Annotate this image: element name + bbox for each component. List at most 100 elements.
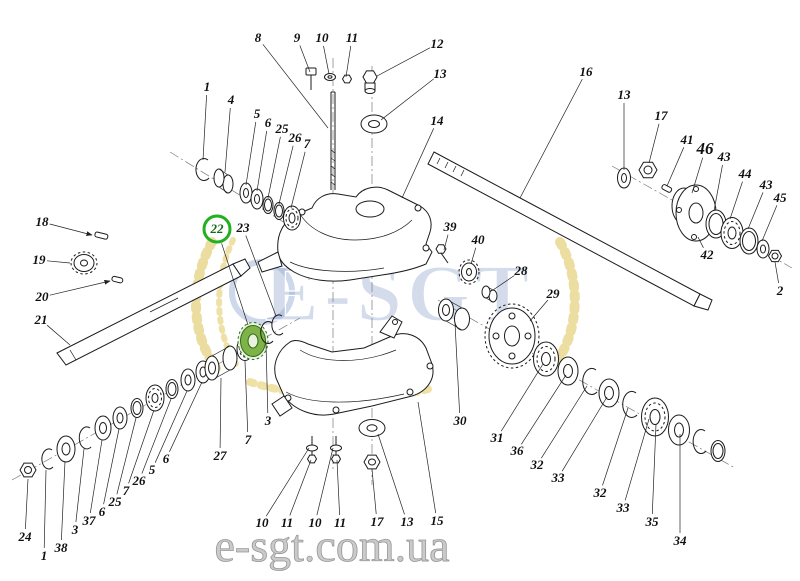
part-number-label: 25 — [275, 121, 290, 136]
part-number-label: 32 — [530, 457, 545, 472]
leader-line — [345, 45, 352, 78]
part-number-label: 11 — [334, 515, 346, 530]
leader-line — [470, 247, 477, 265]
leader-line — [747, 192, 764, 230]
part-number-label: 36 — [510, 443, 525, 458]
part-number-label: 26 — [288, 130, 303, 145]
leader-line — [169, 381, 203, 452]
part-number-label: 20 — [35, 289, 50, 304]
leader-line — [691, 157, 704, 194]
part-number-label: 28 — [514, 263, 529, 278]
part-number-label: 39 — [443, 219, 458, 234]
part-number-label: 4 — [227, 92, 235, 107]
leader-line — [219, 377, 222, 449]
leader-line — [602, 407, 629, 486]
leader-line — [299, 45, 311, 73]
leader-line — [46, 260, 71, 264]
leader-line — [529, 299, 549, 322]
part-number-label: 13 — [434, 66, 448, 81]
part-number-label: 43 — [759, 177, 774, 192]
leader-line — [141, 398, 172, 474]
leader-line — [648, 123, 660, 164]
leader-line — [265, 447, 310, 517]
part-number-label: 7 — [123, 483, 130, 498]
part-number-label: 18 — [36, 214, 50, 229]
wheel-hub-assembly — [617, 161, 783, 263]
leader-line — [761, 205, 778, 242]
part-number-label: 46 — [696, 139, 715, 158]
part-number-label: 15 — [431, 513, 445, 528]
part-number-label: 10 — [309, 515, 323, 530]
part-number-label: 13 — [618, 87, 632, 102]
leader-line — [376, 47, 431, 77]
part-number-label: 24 — [18, 529, 33, 544]
leader-line — [89, 439, 103, 514]
part-number-label: 6 — [99, 504, 106, 519]
leader-line — [713, 164, 723, 212]
part-number-label: 32 — [593, 485, 608, 500]
part-number-label: 1 — [41, 548, 48, 563]
part-number-label: 41 — [680, 132, 694, 147]
part-number-label: 17 — [371, 514, 385, 529]
leader-line — [244, 360, 249, 433]
leader-line — [651, 423, 657, 515]
leader-line — [49, 223, 93, 236]
leader-line — [729, 181, 743, 220]
part-number-label: 25 — [108, 494, 123, 509]
leader-line — [316, 447, 334, 516]
axle-bearing-stack — [19, 337, 254, 478]
leader-line — [256, 130, 268, 192]
leader-line — [75, 448, 85, 523]
part-number-label: 45 — [773, 190, 788, 205]
leader-line — [224, 107, 231, 173]
woodruff-key — [111, 275, 124, 284]
leader-line — [377, 433, 405, 515]
leader-line — [43, 469, 47, 549]
small-sprocket — [70, 251, 98, 275]
part-number-label: 10 — [316, 30, 330, 45]
leader-line — [774, 261, 779, 284]
axle-housing-upper — [257, 186, 433, 282]
part-number-label: 1 — [204, 79, 211, 94]
leader-line — [245, 235, 277, 317]
leader-line — [116, 417, 137, 495]
part-number-label: 17 — [655, 108, 669, 123]
leader-line — [371, 468, 377, 515]
part-number-label: 3 — [71, 522, 79, 537]
part-number-label: 19 — [33, 252, 47, 267]
part-number-label: 16 — [580, 64, 594, 79]
part-number-label: 40 — [471, 232, 486, 247]
part-number-label: 9 — [294, 30, 301, 45]
leader-line — [103, 428, 120, 505]
leader-line — [454, 322, 460, 414]
leader-line — [401, 128, 435, 199]
leader-line — [221, 243, 249, 326]
leader-line — [245, 121, 257, 186]
part-number-label: 38 — [54, 540, 69, 555]
leader-line — [697, 236, 704, 248]
part-number-label: 3 — [264, 413, 272, 428]
part-number-label: 12 — [431, 36, 445, 51]
leader-line — [128, 409, 155, 484]
leader-line — [61, 460, 66, 541]
leader-line — [265, 342, 269, 414]
leader-line — [267, 136, 281, 199]
part-number-label: 33 — [551, 470, 566, 485]
part-number-label: 37 — [82, 513, 97, 528]
part-number-label: 23 — [236, 220, 251, 235]
drive-shaft-right — [427, 151, 713, 311]
part-number-label: 34 — [673, 533, 688, 548]
leader-line — [25, 478, 29, 530]
leader-line — [380, 78, 434, 121]
leader-line — [443, 234, 449, 251]
leader-line — [289, 459, 312, 516]
part-number-label: 6 — [163, 451, 170, 466]
leader-line — [624, 418, 650, 501]
part-number-label: 42 — [700, 247, 715, 262]
part-number-label: 31 — [490, 430, 504, 445]
part-number-label: 13 — [401, 514, 415, 529]
leader-line — [500, 363, 544, 432]
part-number-label: 7 — [304, 136, 311, 151]
